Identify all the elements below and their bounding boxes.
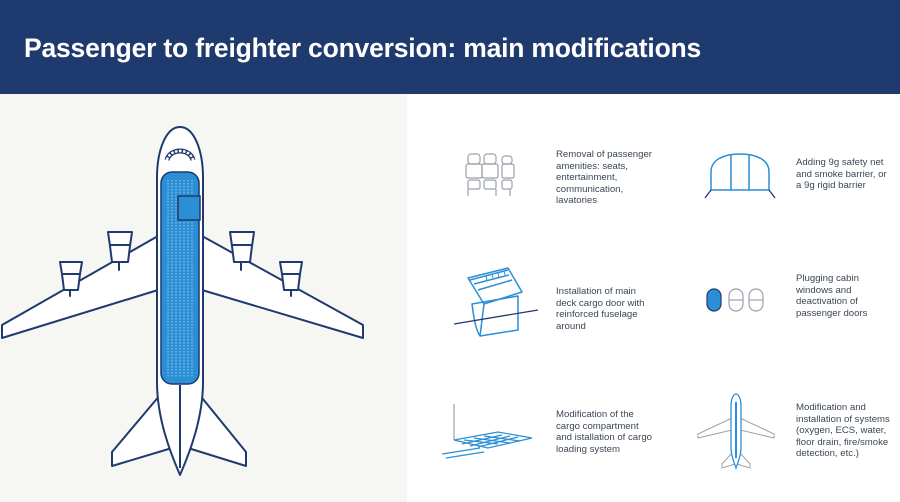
page-title: Passenger to freighter conversion: main … [24, 33, 702, 63]
header-banner: Passenger to freighter conversion: main … [0, 0, 900, 94]
seats-icon [465, 153, 515, 196]
cargo-door-icon [453, 267, 539, 337]
cabin-windows-icon [706, 288, 764, 312]
cargo-loading-icon [441, 404, 533, 459]
safety-net-icon [704, 153, 776, 199]
aircraft-top-view-illustration [1, 126, 364, 476]
aircraft-systems-icon [697, 393, 775, 471]
modification-text-safety-net: Adding 9g safety net and smoke barrier, … [796, 157, 887, 192]
modification-text-cabin-windows: Plugging cabin windows and deactivation … [796, 273, 868, 319]
modification-text-cargo-door: Installation of main deck cargo door wit… [556, 286, 645, 332]
modification-text-cargo-loading: Modification of the cargo compartment an… [556, 409, 652, 455]
modification-text-aircraft-systems: Modification and installation of systems… [796, 402, 890, 460]
modification-text-seats: Removal of passenger amenities: seats, e… [556, 149, 652, 207]
